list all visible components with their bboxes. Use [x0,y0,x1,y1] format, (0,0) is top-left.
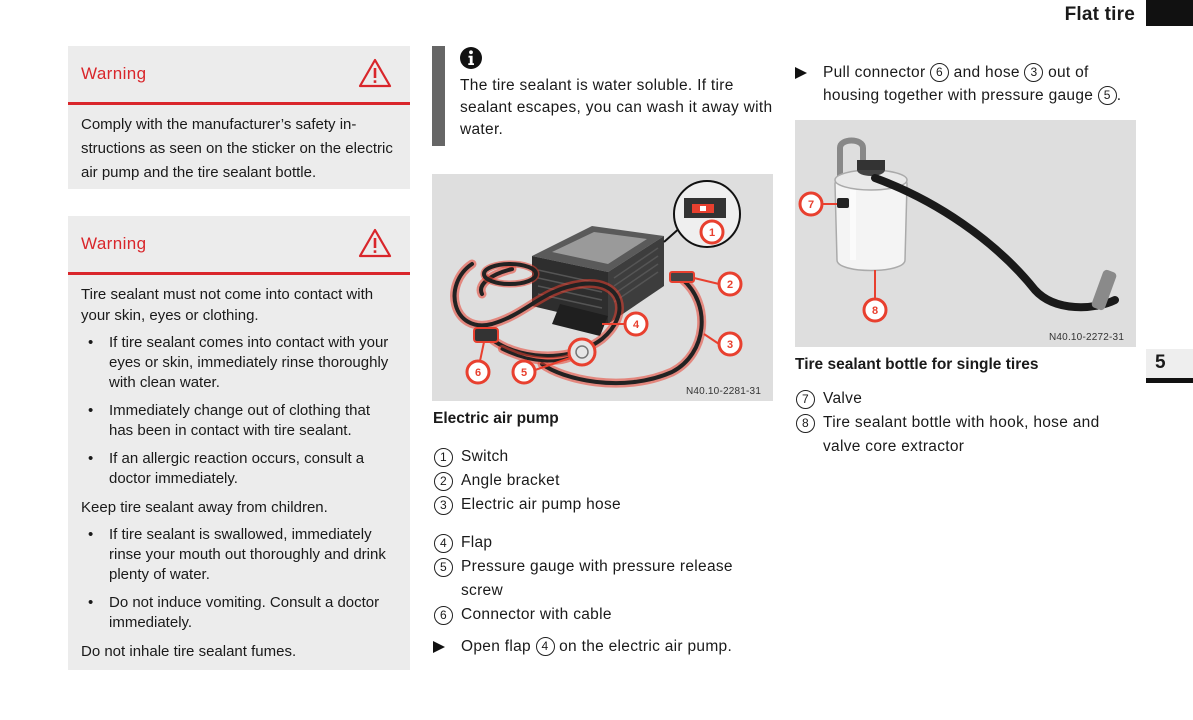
warning-box-tire-sealant: Warning Tire sealant must not come into … [68,216,410,670]
info-note-text: The tire sealant is water soluble. If ti… [460,77,773,138]
pump-legend: 1 Switch 2 Angle bracket 3 Electric air pum… [433,445,773,627]
warning-header: Warning [68,216,410,275]
tire-sealant-bottle-figure: 7 8 N40.10-2272-31 [795,120,1136,347]
step-ref-number: 3 [1024,63,1044,82]
bottle-legend: 7 Valve 8 Tire sealant bottle with hook, h… [795,387,1140,459]
step-text: on the electric air pump. [559,638,733,655]
step-ref-number: 4 [535,637,555,656]
legend-item: 8 Tire sealant bottle with hook, hose and… [795,411,1140,459]
instruction-step-open-flap: Open flap 4 on the electric air pump. [433,635,806,658]
legend-item: 1 Switch [433,445,773,469]
callout-7: 7 [808,199,814,211]
legend-item: 5 Pressure gauge with pressure release sc… [433,555,771,603]
legend-number: 7 [796,390,815,409]
warning-bullet-list: If tire sealant comes into contact with … [81,333,397,489]
list-item: If tire sealant comes into contact with … [81,333,397,393]
legend-item: 3 Electric air pump hose [433,493,773,517]
step-text: . [1116,87,1122,104]
warning-outro: Do not inhale tire sealant fumes. [81,643,297,660]
legend-item: 7 Valve [795,387,1140,411]
legend-item: 2 Angle bracket [433,469,773,493]
step-text: Pull connector [823,64,926,81]
warning-bullet-list: If tire sealant is swallowed, immediatel… [81,525,397,633]
legend-item: 4 Flap [433,531,773,555]
electric-air-pump-figure: 1 2 3 4 5 6 N40.10-2281-31 [432,174,773,401]
figure-caption-tire-sealant-bottle: Tire sealant bottle for single tires [795,356,1039,373]
figure-code: N40.10-2281-31 [686,386,762,397]
figure-caption-electric-air-pump: Electric air pump [433,410,559,427]
legend-number: 4 [434,534,453,553]
step-ref-number: 6 [930,63,950,82]
warning-text: Comply with the manufacturer’s safety in… [81,116,393,181]
legend-number: 5 [434,558,453,577]
callout-4: 4 [633,319,640,331]
page-title: Flat tire [1064,4,1135,25]
callout-6: 6 [475,367,481,379]
step-ref-number: 5 [1097,86,1117,105]
legend-text: Connector with cable [461,606,612,623]
callout-1: 1 [709,227,715,239]
legend-text: Flap [461,534,493,551]
legend-text: Tire sealant bottle with hook, hose and … [823,414,1100,455]
legend-text: Switch [461,448,509,465]
legend-text: Pressure gauge with pressure release scr… [461,558,733,599]
info-icon [460,47,482,69]
warning-header: Warning [68,46,410,105]
warning-body: Tire sealant must not come into contact … [68,275,410,672]
warning-title: Warning [81,234,147,253]
list-item: If an allergic reaction occurs, consult … [81,449,397,489]
warning-triangle-icon [358,228,392,258]
warning-box-safety-instructions: Warning Comply with the manufacturer’s s… [68,46,410,189]
legend-text: Valve [823,390,863,407]
callout-2: 2 [727,279,733,291]
callout-3: 3 [727,339,733,351]
warning-intro: Tire sealant must not come into contact … [81,286,374,324]
warning-body: Comply with the manufacturer’s safety in… [68,105,410,195]
callout-8: 8 [872,305,878,317]
step-arrow-icon [795,67,807,79]
figure-code: N40.10-2272-31 [1049,332,1125,343]
title-block [1146,0,1193,26]
legend-item: 6 Connector with cable [433,603,773,627]
callout-5: 5 [521,367,527,379]
info-note-bar [432,46,445,146]
warning-middle: Keep tire sealant away from children. [81,499,328,516]
legend-number: 8 [796,414,815,433]
legend-number: 1 [434,448,453,467]
chapter-tab[interactable]: 5 [1146,349,1193,383]
warning-title: Warning [81,64,147,83]
step-text: and hose [953,64,1020,81]
step-text: out of housing together with pressure ga… [823,64,1094,104]
step-arrow-icon [433,641,445,653]
legend-number: 3 [434,496,453,515]
warning-triangle-icon [358,58,392,88]
list-item: Immediately change out of clothing that … [81,401,397,441]
list-item: If tire sealant is swallowed, immediatel… [81,525,397,585]
tire-sealant-bottle-illustration: 7 8 [798,137,1119,323]
legend-text: Angle bracket [461,472,560,489]
list-item: Do not induce vomiting. Consult a doc­to… [81,593,397,633]
step-text: Open flap [461,638,531,655]
legend-number: 2 [434,472,453,491]
chapter-number: 5 [1155,352,1166,373]
instruction-step-pull-connector: Pull connector 6 and hose 3 out of housi… [795,61,1143,107]
legend-number: 6 [434,606,453,625]
electric-air-pump-illustration: 1 2 3 4 5 6 [450,180,743,388]
legend-text: Electric air pump hose [461,496,621,513]
